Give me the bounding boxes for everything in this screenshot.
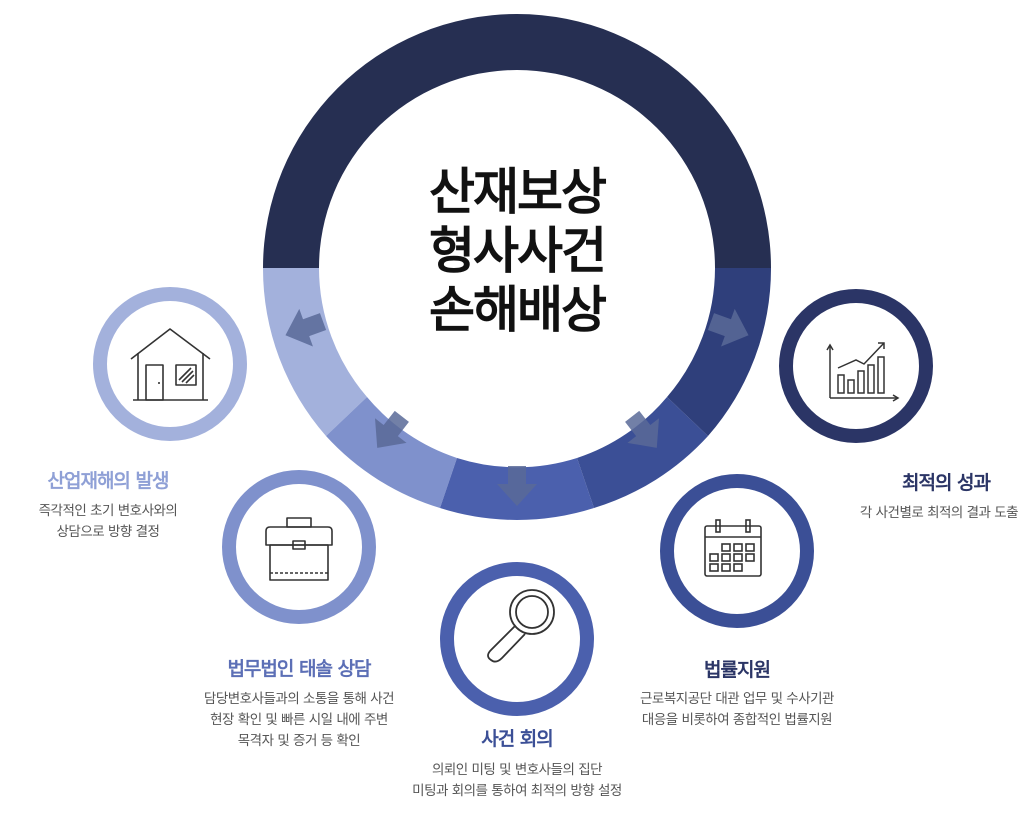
center-title-line: 손해배상	[429, 281, 607, 339]
step-2-description-line: 현장 확인 및 빠른 시일 내에 주변	[210, 712, 388, 728]
step-1-description-line: 상담으로 방향 결정	[56, 524, 160, 540]
center-ring	[262, 14, 772, 520]
center-title: 산재보상 형사사건 손해배상	[362, 163, 672, 340]
step-2-title: 법무법인 태솔 상담	[227, 658, 371, 680]
step-4-description: 근로복지공단 대관 업무 및 수사기관 대응을 비롯하여 종합적인 법률지원	[612, 689, 862, 731]
step-5-description: 각 사건별로 최적의 결과 도출	[846, 503, 1032, 524]
house-icon	[130, 328, 211, 401]
growth-chart-icon	[826, 342, 900, 402]
step-3-description-line: 미팅과 회의를 통하여 최적의 방향 설정	[412, 783, 622, 799]
step-3-description-line: 의뢰인 미팅 및 변호사들의 집단	[431, 762, 603, 778]
ring-segment-4	[577, 397, 708, 508]
step-circle-5	[779, 289, 933, 443]
step-2-description-line: 담당변호사들과의 소통을 통해 사건	[203, 691, 395, 707]
briefcase-icon	[265, 517, 333, 581]
step-5-description-line: 각 사건별로 최적의 결과 도출	[859, 505, 1019, 521]
step-3-description: 의뢰인 미팅 및 변호사들의 집단 미팅과 회의를 통하여 최적의 방향 설정	[372, 760, 662, 802]
ring-segment-5	[667, 268, 772, 436]
arrow-icon	[707, 308, 749, 347]
arrow-icon	[375, 410, 409, 448]
step-4-description-line: 대응을 비롯하여 종합적인 법률지원	[641, 712, 833, 728]
center-title-line: 형사사건	[429, 222, 607, 280]
step-1-title: 산업재해의 발생	[47, 470, 170, 492]
arrow-icon	[625, 410, 659, 448]
arrow-icon	[497, 466, 537, 506]
center-title-line: 산재보상	[429, 163, 607, 221]
step-2-description-line: 목격자 및 증거 등 확인	[237, 733, 361, 749]
ring-segment-2	[326, 397, 457, 508]
step-circle-2	[222, 470, 376, 624]
arrow-icon	[285, 308, 327, 347]
magnifier-icon	[487, 589, 555, 663]
step-2-description: 담당변호사들과의 소통을 통해 사건 현장 확인 및 빠른 시일 내에 주변 목…	[144, 689, 454, 752]
step-circle-1	[93, 287, 247, 441]
step-4-description-line: 근로복지공단 대관 업무 및 수사기관	[640, 691, 834, 707]
calendar-icon	[704, 519, 762, 577]
step-circle-3	[440, 562, 594, 716]
step-4-title: 법률지원	[704, 659, 771, 681]
ring-segment-1	[262, 268, 367, 436]
step-5-title: 최적의 성과	[901, 472, 991, 494]
step-1-description-line: 즉각적인 초기 변호사와의	[38, 503, 178, 519]
step-1-description: 즉각적인 초기 변호사와의 상담으로 방향 결정	[8, 501, 208, 543]
step-3-title: 사건 회의	[481, 728, 554, 750]
ring-top-arc	[263, 14, 771, 268]
